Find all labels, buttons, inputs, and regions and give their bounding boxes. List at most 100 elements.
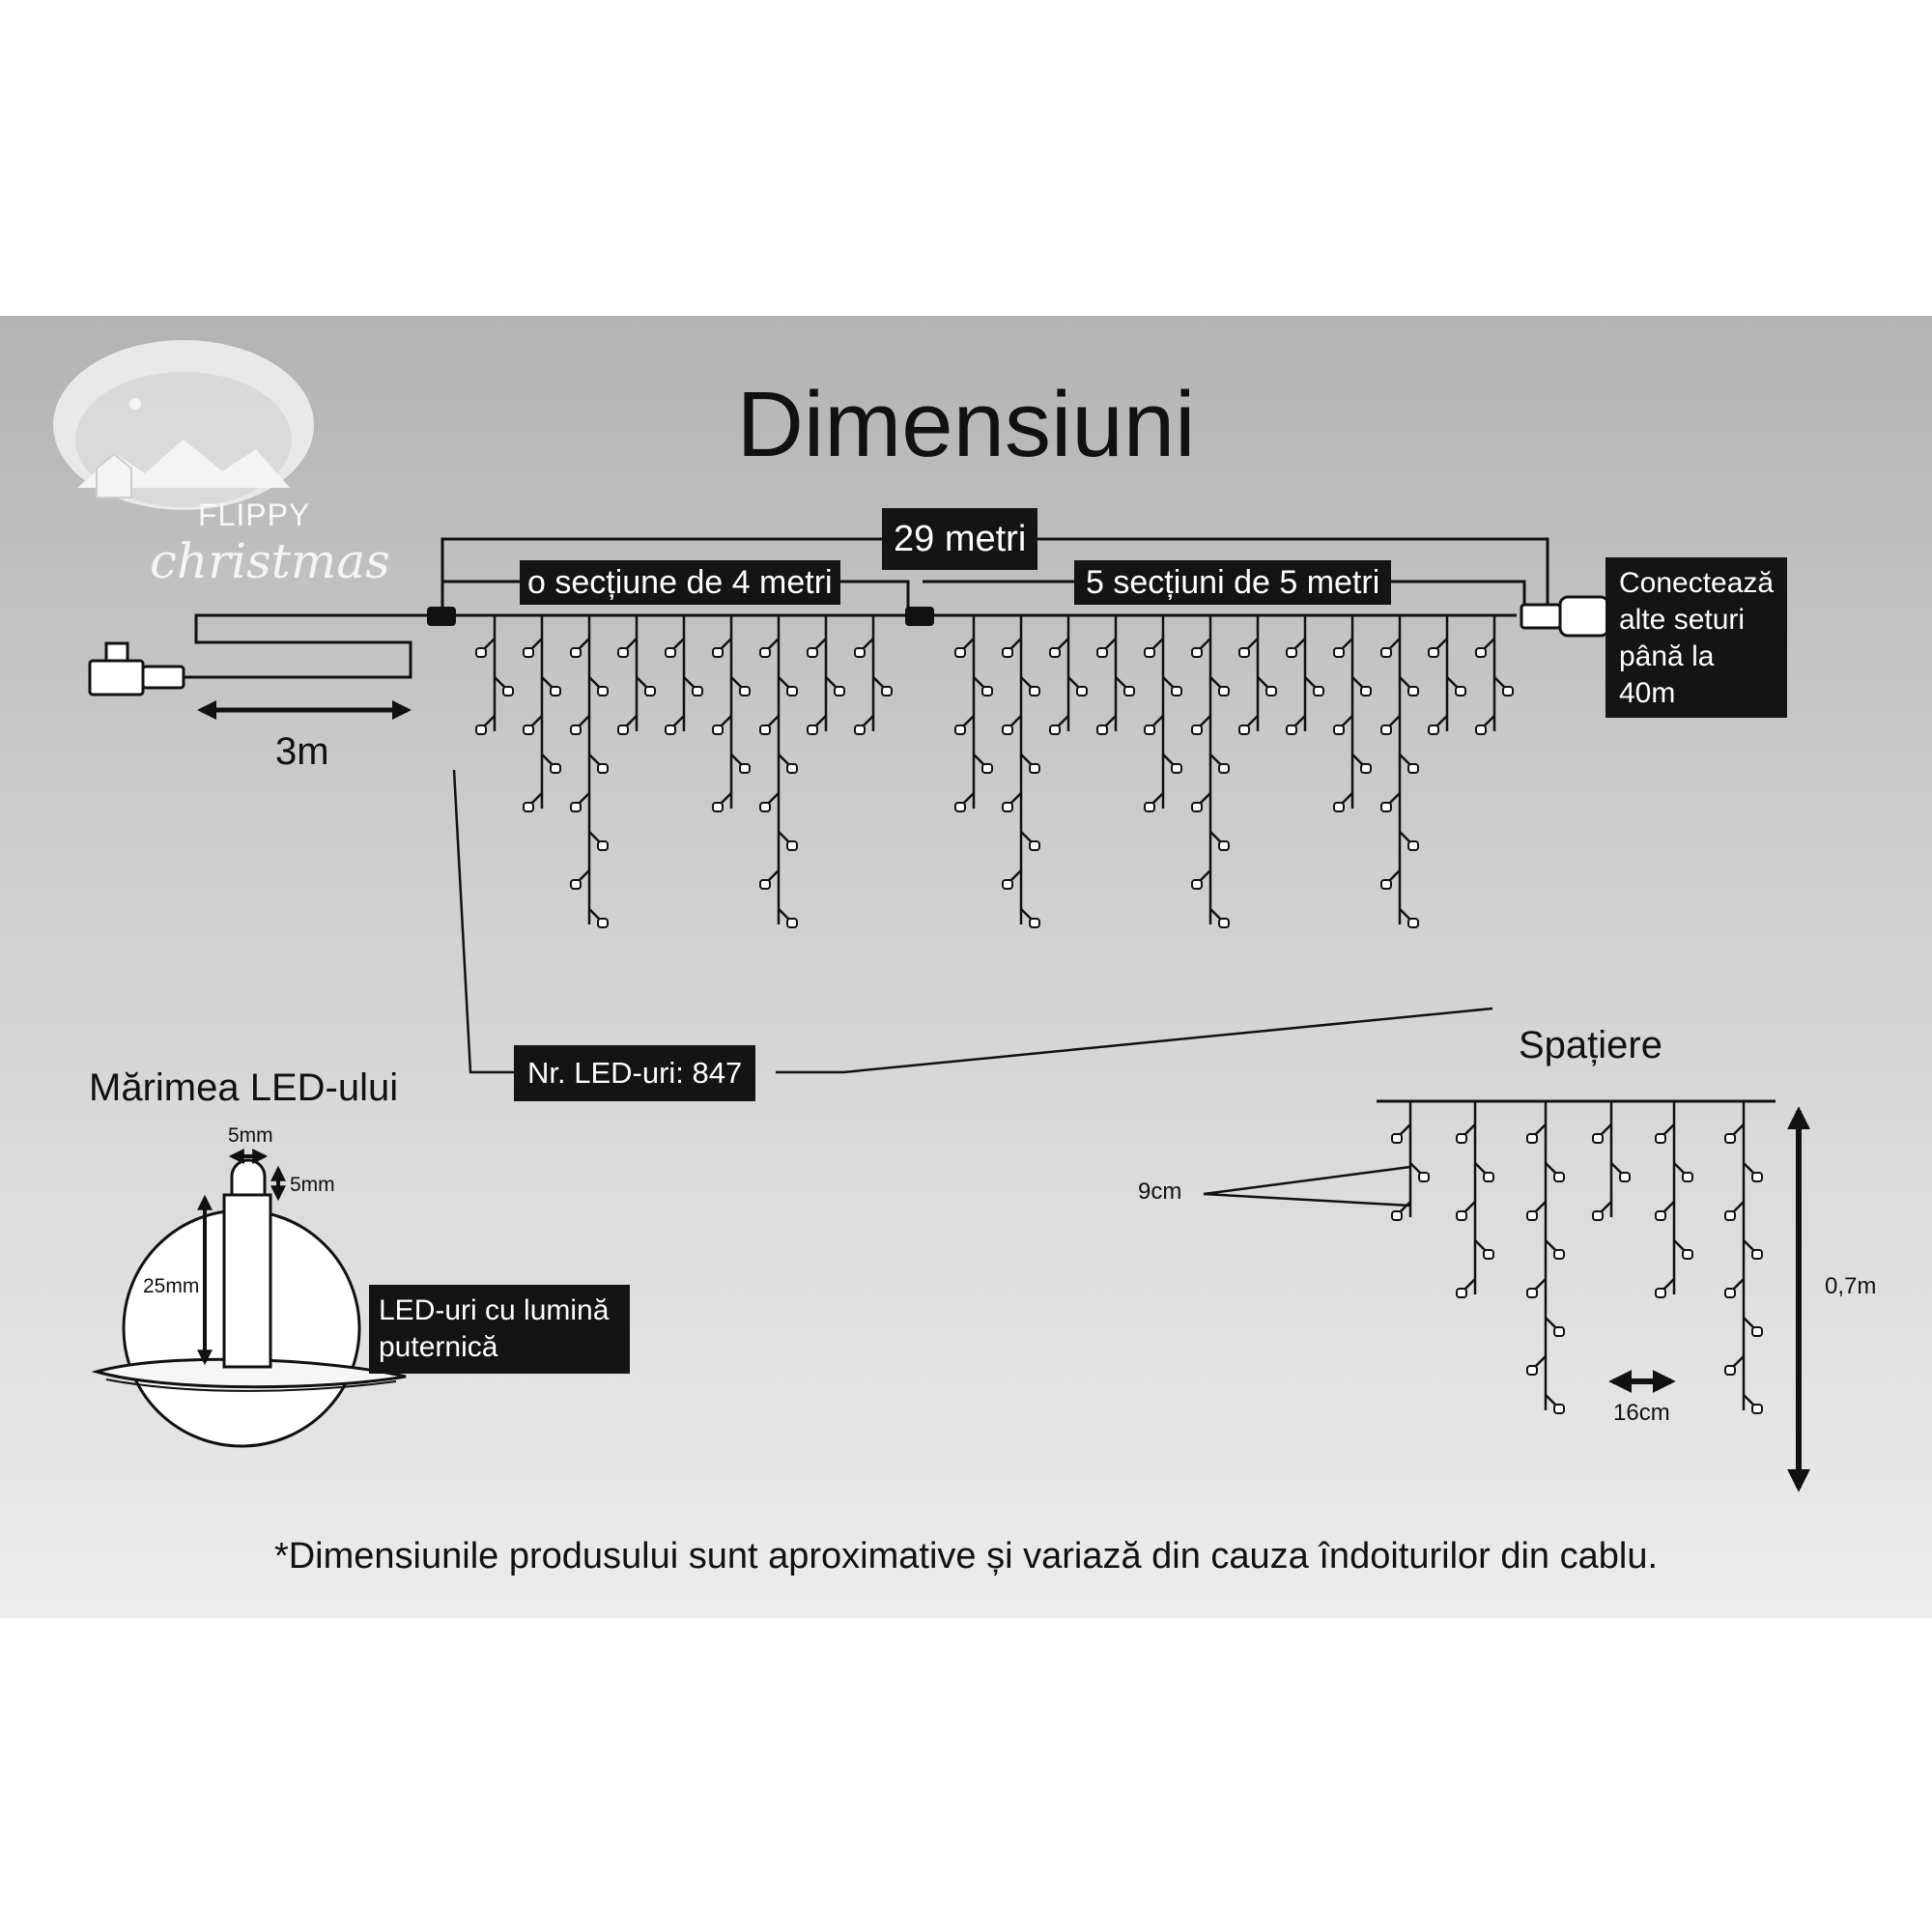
led-bulb	[1751, 1172, 1763, 1182]
end-socket-icon	[1520, 595, 1610, 638]
led-bulb	[1144, 802, 1155, 812]
led-bulb	[502, 686, 514, 696]
led-count-label: Nr. LED-uri: 847	[514, 1045, 756, 1101]
led-bulb	[1360, 686, 1372, 696]
led-bulb	[644, 686, 656, 696]
led-bulb	[1751, 1326, 1763, 1337]
spacing-strands	[1391, 1101, 1763, 1414]
led-bulb	[1049, 724, 1061, 735]
led-bulb	[1380, 647, 1392, 658]
led-total-height-label: 25mm	[143, 1275, 200, 1297]
section-a-label: o secțiune de 4 metri	[520, 560, 840, 605]
led-bulb	[1526, 1365, 1538, 1376]
led-bulb	[739, 686, 751, 696]
led-bulb	[1144, 724, 1155, 735]
led-bulb	[1428, 647, 1439, 658]
led-bulb	[475, 724, 487, 735]
led-bulb	[786, 686, 798, 696]
icicle-led-strands	[475, 615, 1514, 928]
led-bulb	[1655, 1210, 1666, 1221]
led-bulb	[1265, 686, 1277, 696]
led-bulb	[1475, 647, 1487, 658]
led-closeup-icon	[91, 1158, 407, 1448]
led-bulb	[981, 763, 993, 774]
led-bulb	[1502, 686, 1514, 696]
disclaimer: *Dimensiunile produsului sunt aproximati…	[273, 1536, 1659, 1577]
led-bulb	[759, 879, 771, 890]
led-bulb	[1171, 763, 1182, 774]
vertical-spacing-label: 9cm	[1138, 1179, 1182, 1205]
led-bulb	[1380, 879, 1392, 890]
led-bulb	[1655, 1133, 1666, 1144]
led-bulb	[1049, 647, 1061, 658]
led-bulb	[597, 918, 609, 928]
led-bulb	[1191, 724, 1203, 735]
brand-wordmark: FLIPPY	[198, 497, 311, 532]
connector-icon	[427, 607, 934, 626]
led-bulb	[1096, 647, 1108, 658]
led-bulb	[1002, 647, 1013, 658]
led-bulb	[1407, 918, 1419, 928]
led-bulb	[1407, 840, 1419, 851]
power-cable-length: 3m	[275, 730, 329, 773]
led-bulb	[1218, 840, 1230, 851]
led-bulb	[1029, 840, 1040, 851]
led-bulb	[1553, 1249, 1565, 1260]
led-bulb	[597, 840, 609, 851]
led-bulb	[739, 763, 751, 774]
led-bulb	[1682, 1249, 1693, 1260]
led-bulb	[1238, 647, 1250, 658]
led-bulb	[834, 686, 845, 696]
horizontal-spacing-label: 16cm	[1613, 1400, 1670, 1426]
led-bulb	[1526, 1288, 1538, 1298]
led-bulb	[1526, 1210, 1538, 1221]
led-bulb	[1475, 724, 1487, 735]
led-bulb	[954, 802, 966, 812]
led-bulb	[786, 763, 798, 774]
brand-script: christmas	[150, 533, 390, 589]
led-bulb	[1171, 686, 1182, 696]
led-bulb	[1407, 763, 1419, 774]
led-bulb	[1682, 1172, 1693, 1182]
led-bulb	[759, 802, 771, 812]
led-bulb	[1456, 1133, 1467, 1144]
led-bulb	[1724, 1288, 1736, 1298]
led-bulb	[550, 686, 561, 696]
led-bulb	[954, 724, 966, 735]
led-bulb	[1455, 686, 1466, 696]
led-bulb	[523, 724, 534, 735]
led-bulb	[570, 879, 582, 890]
led-bulb	[1391, 1133, 1403, 1144]
led-bulb	[759, 724, 771, 735]
led-bulb	[1191, 647, 1203, 658]
led-bulb	[597, 686, 609, 696]
led-size-title: Mărimea LED-ului	[89, 1066, 399, 1109]
led-bulb	[1619, 1172, 1631, 1182]
led-bulb	[1144, 647, 1155, 658]
led-bulb	[1391, 1210, 1403, 1221]
led-bulb	[1029, 686, 1040, 696]
led-bulb	[954, 647, 966, 658]
led-bulb	[1123, 686, 1135, 696]
led-bulb	[1751, 1249, 1763, 1260]
led-bulb	[692, 686, 703, 696]
led-bulb	[1553, 1326, 1565, 1337]
led-bulb	[1218, 918, 1230, 928]
led-bulb	[523, 647, 534, 658]
led-bulb	[1002, 879, 1013, 890]
led-bulb	[854, 724, 866, 735]
led-bulb	[712, 802, 724, 812]
led-bulb	[712, 647, 724, 658]
led-bulb	[1333, 647, 1345, 658]
led-bulb	[1456, 1210, 1467, 1221]
led-bulb	[807, 647, 818, 658]
led-bulb	[1724, 1133, 1736, 1144]
led-bulb	[665, 647, 676, 658]
led-bulb	[1360, 763, 1372, 774]
bright-led-note: LED-uri cu lumină puternică	[369, 1285, 630, 1374]
led-bulb	[1380, 724, 1392, 735]
connect-note: Conectează alte seturi până la 40m	[1605, 557, 1787, 718]
led-bulb	[617, 724, 629, 735]
power-adapter-icon	[88, 641, 185, 696]
